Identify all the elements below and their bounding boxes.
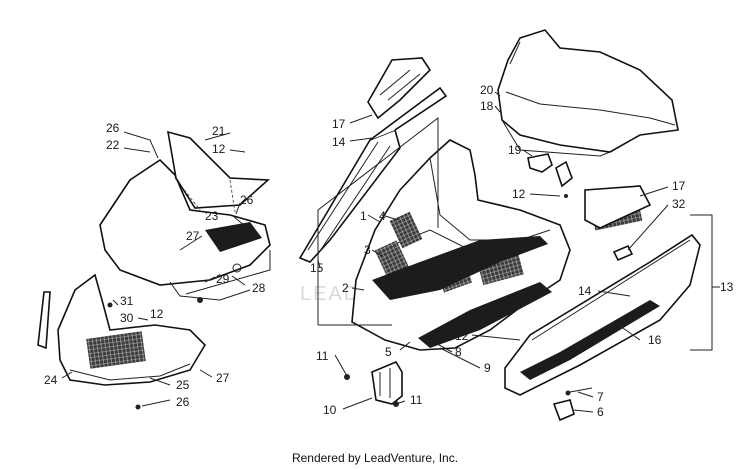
callout-20: 20	[480, 83, 494, 97]
callout-5: 5	[385, 345, 392, 359]
callout-17: 17	[332, 117, 346, 131]
callout-10: 10	[323, 403, 337, 417]
callout-26: 26	[106, 121, 120, 135]
callout-31: 31	[120, 294, 134, 308]
callout-12: 12	[212, 142, 226, 156]
top-trim-piece	[367, 57, 432, 120]
callout-1: 1	[360, 209, 367, 223]
lower-nose-cowl	[57, 273, 207, 410]
bolt-and-clip	[552, 387, 593, 422]
callout-9: 9	[484, 361, 491, 375]
callout-21: 21	[212, 124, 226, 138]
callout-15: 15	[310, 261, 324, 275]
callout-labels: 26 22 21 12 26 23 27 29 28 31 30 12 27 2…	[44, 83, 734, 419]
callout-14: 14	[578, 284, 592, 298]
callout-25: 25	[176, 378, 190, 392]
callout-11: 11	[316, 349, 329, 363]
callout-7: 7	[597, 390, 604, 404]
hood-panel	[351, 139, 571, 351]
callout-24: 24	[44, 373, 58, 387]
callout-26: 26	[240, 193, 254, 207]
callout-14: 14	[332, 135, 346, 149]
callout-12: 12	[150, 307, 164, 321]
callout-12: 12	[455, 329, 469, 343]
leader-lines	[61, 91, 669, 413]
small-side-trim	[37, 291, 51, 350]
callout-32: 32	[672, 197, 686, 211]
callout-4: 4	[379, 209, 386, 223]
callout-27: 27	[186, 229, 200, 243]
callout-11: 11	[410, 393, 423, 407]
callout-19: 19	[508, 143, 522, 157]
callout-30: 30	[120, 311, 134, 325]
side-trim-left	[298, 86, 448, 263]
callout-17: 17	[672, 179, 686, 193]
callout-13: 13	[720, 280, 734, 294]
callout-3: 3	[364, 243, 371, 257]
callout-12: 12	[512, 187, 526, 201]
callout-26: 26	[176, 395, 190, 409]
callout-22: 22	[106, 138, 120, 152]
upper-nose-cowl	[99, 130, 271, 303]
windshield	[497, 29, 679, 157]
callout-23: 23	[205, 209, 219, 223]
callout-27: 27	[216, 371, 230, 385]
mount-bracket	[527, 153, 573, 198]
callout-28: 28	[252, 281, 266, 295]
right-side-panel	[504, 185, 701, 396]
lower-bracket	[344, 360, 403, 407]
callout-2: 2	[342, 281, 349, 295]
callout-6: 6	[597, 405, 604, 419]
callout-8: 8	[455, 345, 462, 359]
render-credit: Rendered by LeadVenture, Inc.	[291, 451, 459, 465]
callout-18: 18	[480, 99, 494, 113]
callout-16: 16	[648, 333, 662, 347]
callout-29: 29	[216, 272, 230, 286]
